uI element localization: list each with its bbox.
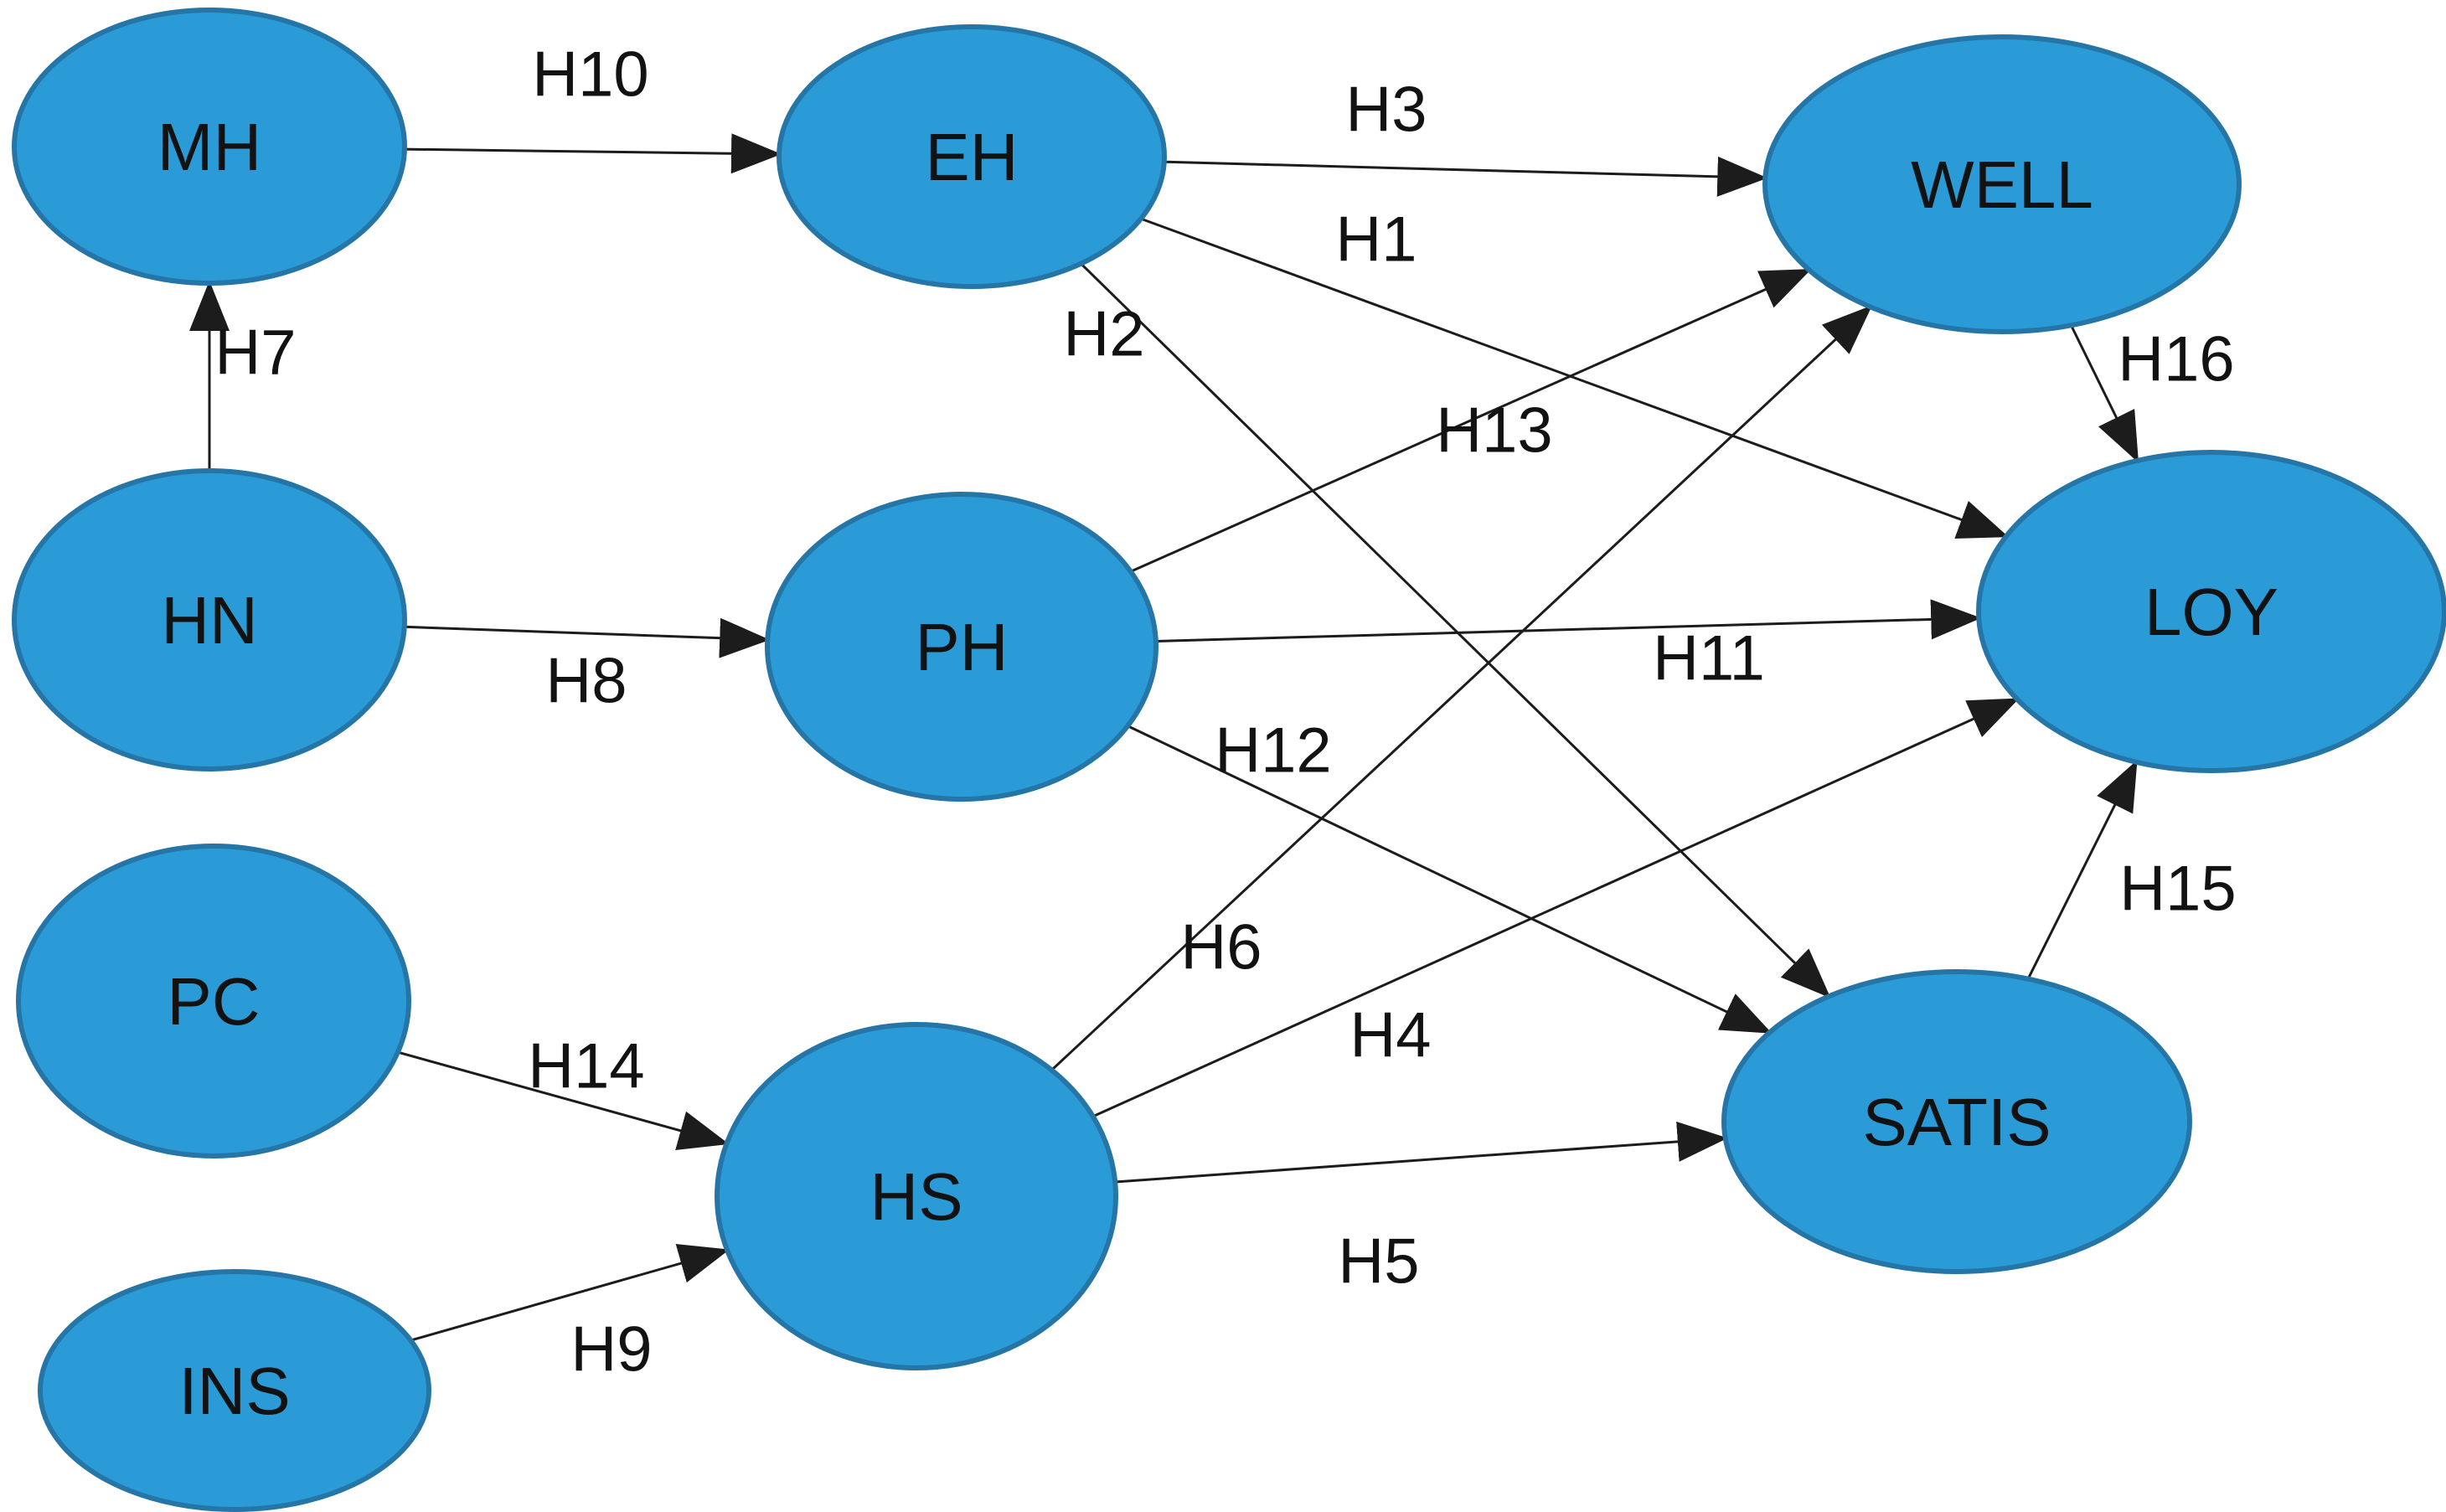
edge-label-h11: H11	[1653, 623, 1765, 694]
node-label-eh: EH	[925, 120, 1018, 194]
node-label-satis: SATIS	[1862, 1085, 2051, 1159]
node-ellipse-pc	[16, 844, 411, 1159]
node-label-ph: PH	[915, 610, 1008, 684]
node-label-hs: HS	[870, 1159, 962, 1234]
edges-layer	[189, 133, 2139, 1342]
node-ellipse-satis	[1721, 969, 2192, 1274]
edge-arrow-h3-eh-to-well	[1164, 156, 1768, 197]
node-label-loy: LOY	[2144, 575, 2278, 649]
node-loy: LOY	[1976, 450, 2446, 773]
edge-label-h6: H6	[1180, 912, 1262, 983]
node-well: WELL	[1762, 34, 2242, 334]
node-ellipse-ph	[765, 492, 1158, 802]
edge-arrow-h15-satis-to-loy	[2026, 760, 2138, 980]
edge-arrow-h2-eh-to-satis	[1080, 262, 1831, 999]
edge-label-h2: H2	[1063, 299, 1144, 370]
node-ellipse-hs	[715, 1022, 1118, 1370]
edge-label-h14: H14	[528, 1031, 644, 1102]
node-label-pc: PC	[167, 964, 260, 1039]
node-ellipse-mh	[12, 8, 407, 286]
edge-arrow-h9-ins-to-hs	[410, 1243, 730, 1342]
edge-arrow-h4-hs-to-loy	[1092, 698, 2020, 1118]
node-pc: PC	[16, 844, 411, 1159]
edge-label-h16: H16	[2118, 324, 2234, 395]
edge-arrow-h5-hs-to-satis	[1115, 1121, 1728, 1184]
node-eh: EH	[777, 24, 1167, 289]
edge-arrow-h1-eh-to-loy	[1140, 217, 2009, 539]
edge-label-h9: H9	[570, 1314, 652, 1386]
edge-arrow-h8-hn-to-ph	[404, 617, 771, 658]
edge-label-h13: H13	[1436, 395, 1552, 467]
edge-arrow-h14-pc-to-hs	[397, 1050, 730, 1150]
node-label-ins: INS	[178, 1354, 290, 1428]
edge-arrow-h13-ph-to-well	[1130, 268, 1812, 573]
node-ins: INS	[38, 1269, 431, 1512]
nodes-layer: MH EH WELL HN PH LOY PC HS SATIS INS	[12, 8, 2446, 1512]
edge-label-h8: H8	[545, 646, 627, 717]
edge-label-h10: H10	[532, 39, 648, 111]
node-satis: SATIS	[1721, 969, 2192, 1274]
node-ellipse-well	[1762, 34, 2242, 334]
node-label-mh: MH	[157, 110, 261, 184]
edge-arrow-h16-well-to-loy	[2070, 324, 2139, 463]
node-mh: MH	[12, 8, 407, 286]
edge-label-h1: H1	[1335, 204, 1417, 276]
edge-arrow-h10-mh-to-eh	[404, 133, 782, 174]
edge-arrow-h6-hs-to-well	[1050, 305, 1873, 1071]
edge-arrow-h11-ph-to-loy	[1155, 599, 1982, 642]
node-ph: PH	[765, 492, 1158, 802]
edge-label-h5: H5	[1338, 1226, 1419, 1298]
edge-label-h15: H15	[2119, 854, 2236, 925]
node-ellipse-ins	[38, 1269, 431, 1512]
node-ellipse-hn	[12, 468, 407, 771]
edge-label-h7: H7	[214, 317, 296, 389]
edge-label-h12: H12	[1215, 715, 1331, 787]
node-ellipse-loy	[1976, 450, 2446, 773]
node-hs: HS	[715, 1022, 1118, 1370]
node-label-hn: HN	[161, 583, 258, 658]
edge-label-h3: H3	[1345, 75, 1427, 146]
edge-label-h4: H4	[1349, 1000, 1431, 1071]
node-label-well: WELL	[1911, 147, 2093, 222]
edge-arrow-h12-ph-to-satis	[1127, 725, 1773, 1034]
node-hn: HN	[12, 468, 407, 771]
node-ellipse-eh	[777, 24, 1167, 289]
